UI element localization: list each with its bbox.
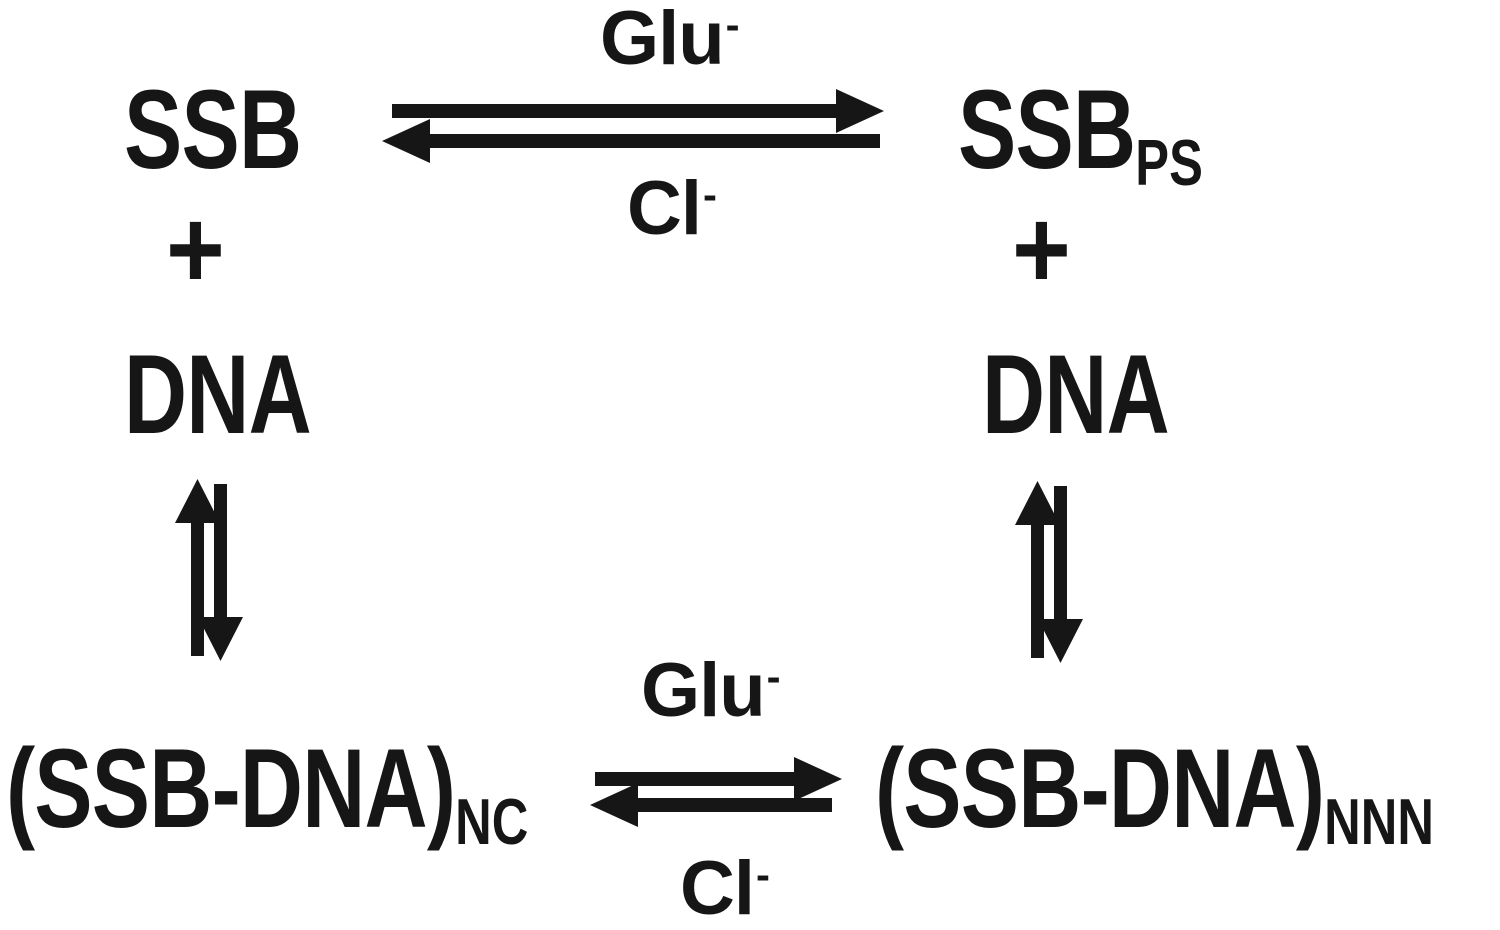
- equilibrium-arrows-left-vertical-icon: [175, 479, 243, 661]
- glu-label-bottom-base: Glu: [641, 648, 766, 733]
- glu-label-bottom: Glu-: [641, 652, 781, 729]
- ssb-dna-nc-subscript: NC: [455, 784, 529, 858]
- cl-label-bottom: Cl-: [680, 850, 770, 927]
- cl-label-top: Cl-: [627, 170, 717, 247]
- right-arrow-icon: [392, 89, 884, 133]
- cl-label-bottom-charge: -: [756, 850, 770, 898]
- left-arrow-icon: [590, 783, 832, 827]
- ssb-dna-nnn-base: (SSB-DNA): [875, 726, 1325, 851]
- left-arrow-icon: [382, 119, 880, 163]
- glu-label-top-base: Glu: [600, 0, 725, 81]
- species-dna-left: DNA: [124, 332, 312, 457]
- right-arrow-icon: [595, 757, 842, 801]
- down-arrow-icon: [1038, 486, 1083, 663]
- plus-sign-left: +: [166, 187, 225, 312]
- equilibrium-arrows-bottom-icon: [590, 757, 842, 827]
- ssb-dna-nc-base: (SSB-DNA): [6, 726, 456, 851]
- equilibrium-arrows-right-vertical-icon: [1015, 481, 1083, 663]
- glu-label-bottom-charge: -: [766, 652, 781, 700]
- equilibrium-arrows-top-icon: [382, 89, 884, 163]
- species-ssb-dna-nc: (SSB-DNA)NC: [6, 733, 528, 855]
- cl-label-bottom-base: Cl: [680, 846, 755, 930]
- down-arrow-icon: [198, 484, 243, 661]
- ssb-ps-base: SSB: [958, 67, 1136, 192]
- species-ssb-dna-nnn: (SSB-DNA)NNN: [875, 733, 1434, 855]
- glu-label-top-charge: -: [725, 0, 740, 48]
- species-ssb-ps: SSBPS: [958, 74, 1203, 196]
- cl-label-top-charge: -: [703, 170, 717, 218]
- ssb-ps-subscript: PS: [1135, 125, 1203, 199]
- ssb-dna-nnn-subscript: NNN: [1324, 784, 1434, 858]
- species-dna-right: DNA: [982, 332, 1170, 457]
- species-ssb: SSB: [124, 67, 302, 192]
- plus-sign-right: +: [1012, 187, 1071, 312]
- glu-label-top: Glu-: [600, 0, 740, 77]
- cl-label-top-base: Cl: [627, 166, 702, 251]
